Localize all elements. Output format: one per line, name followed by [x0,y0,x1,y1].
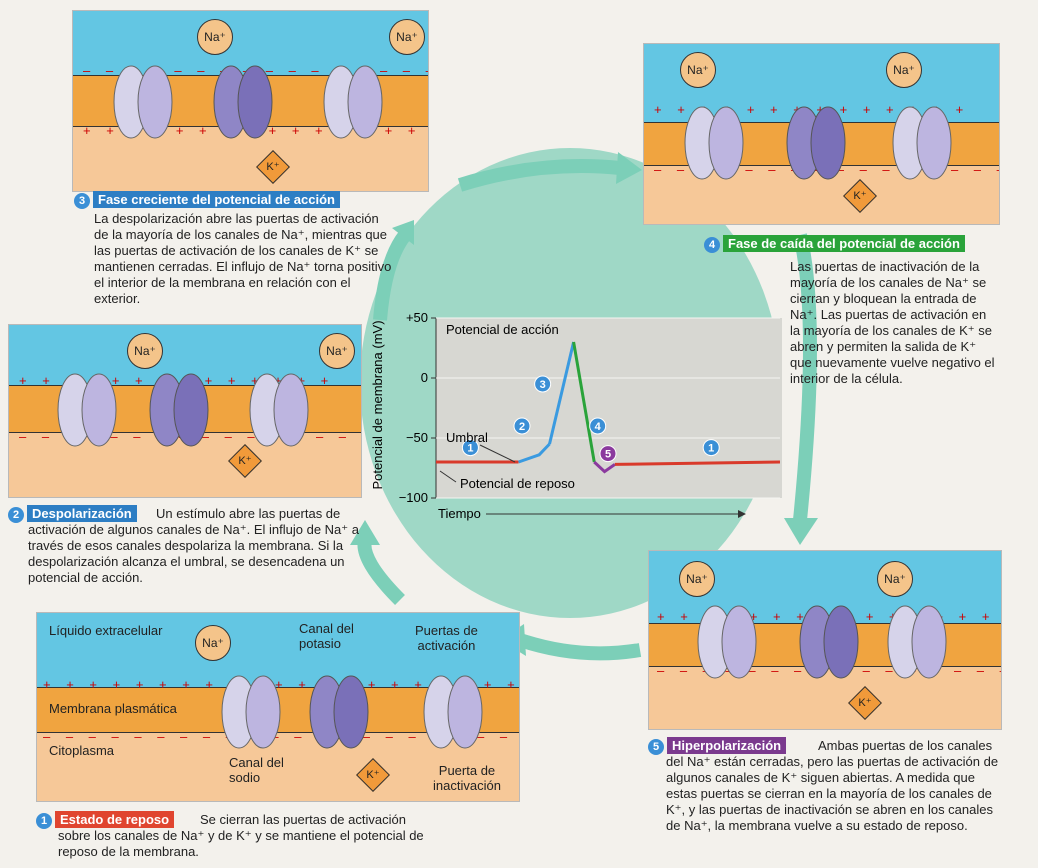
step4-text: Las puertas de inactivación de la mayorí… [790,259,995,386]
na-channel [113,65,173,139]
na-ion: Na⁺ [886,52,922,88]
x-axis-arrowhead [738,510,746,518]
panel-rising-phase: – – – – – – – – – – – – – – – – – + + + … [72,10,429,192]
step3-text: La despolarización abre las puertas de a… [94,211,392,306]
series-line-phase-2 [518,442,551,464]
series-line-phase-5 [593,460,616,474]
phase-marker-label: 1 [467,443,473,455]
na-ion: Na⁺ [195,625,231,661]
na-channel [697,605,757,679]
panel-hyperpolarization: + + + + + + + + + + + + + + + – – – – – … [648,550,1002,730]
k-channel [309,675,369,749]
extracellular-label: Líquido extracelular [49,623,163,638]
na-channel [323,65,383,139]
cytoplasm-label: Citoplasma [49,743,115,758]
y-tick-label: −50 [406,430,428,445]
phase-marker-label: 1 [708,443,714,455]
series-line-phase-3 [548,341,576,445]
phase-marker-label: 2 [519,421,525,433]
na-channel-label: Canal del sodio [229,755,284,785]
y-tick-label: +50 [406,310,428,325]
phase-marker [534,375,552,393]
step5-text: Ambas puertas de los canales del Na⁺ est… [666,738,999,833]
y-axis-label: Potencial de membrana (mV) [370,320,385,489]
panel-resting-state: + + + + + + + + + + + + + + + + + + + + … [36,612,520,802]
na-ion: Na⁺ [197,19,233,55]
na-channel [892,106,952,180]
phase-marker [702,439,720,457]
series-line-phase-1 [614,460,780,466]
step1-text: Se cierran las puertas de activación sob… [58,812,424,859]
outer-signs: + + + + + + + + + + + + + + + + + + + + … [43,677,520,692]
membrane-label: Membrana plasmática [49,701,177,716]
na-ion: Na⁺ [680,52,716,88]
phase-marker [599,445,617,463]
k-channel [799,605,859,679]
resting-pointer [439,470,457,483]
phase-marker [461,439,479,457]
series-line-phase-4 [572,341,596,463]
na-channel [57,373,117,447]
annotation-resting-potential: Potencial de reposo [460,476,575,491]
inner-signs: – – – – – – – – – – – – – – – – – – – – … [43,729,519,744]
panel-depolarization: + + + + + + + + + + + + + + – – – – – – … [8,324,362,498]
k-channel [213,65,273,139]
inactivation-gate-label: Puerta de inactivación [433,763,501,793]
na-ion: Na⁺ [389,19,425,55]
na-channel [887,605,947,679]
k-channel-label: Canal del potasio [299,621,354,651]
activation-gates-label: Puertas de activación [415,623,478,653]
na-channel [249,373,309,447]
phase-marker-label: 3 [540,379,546,391]
step2-text: Un estímulo abre las puertas de activaci… [28,506,359,585]
phase-marker [589,417,607,435]
na-channel [423,675,483,749]
na-ion: Na⁺ [679,561,715,597]
phase-marker-label: 4 [595,421,602,433]
annotation-action-potential: Potencial de acción [446,322,559,337]
na-ion: Na⁺ [877,561,913,597]
threshold-pointer [479,444,516,463]
x-axis-label: Tiempo [438,506,481,521]
y-tick-label: −100 [399,490,428,505]
y-tick-label: 0 [421,370,428,385]
phase-marker [513,417,531,435]
na-ion: Na⁺ [319,333,355,369]
phase-marker-label: 5 [605,449,611,461]
action-potential-chart: +50 0 −50 −100 1 2 3 4 5 1 Potencial de membrana… [370,310,780,521]
k-channel [786,106,846,180]
na-channel [684,106,744,180]
annotation-threshold: Umbral [446,430,488,445]
k-channel [149,373,209,447]
na-channel [221,675,281,749]
na-ion: Na⁺ [127,333,163,369]
panel-falling-phase: + + + + + + + + + + + + + + – – – – – – … [643,43,1000,225]
